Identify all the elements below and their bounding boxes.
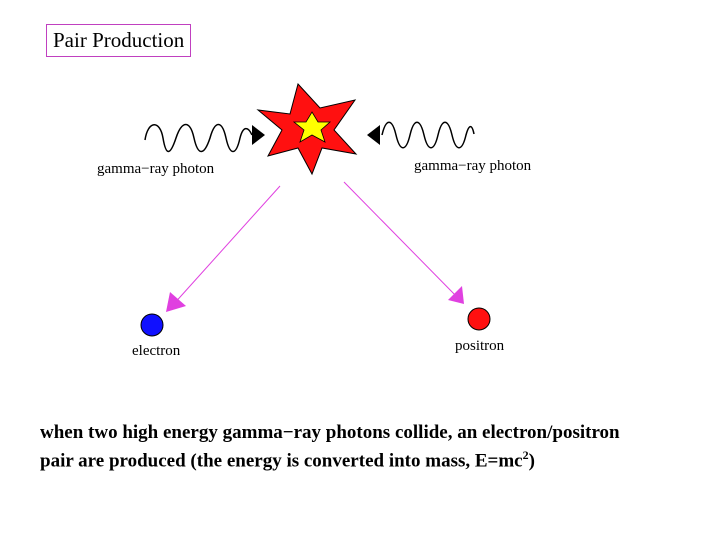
caption-line-2-text: pair are produced (the energy is convert… bbox=[40, 450, 523, 472]
right-photon-label: gamma−ray photon bbox=[414, 158, 532, 174]
caption-superscript: 2 bbox=[522, 448, 529, 462]
right-photon-arrowhead bbox=[367, 125, 380, 145]
positron-label: positron bbox=[455, 338, 505, 354]
electron-trajectory bbox=[171, 185, 281, 307]
caption-line-1: when two high energy gamma−ray photons c… bbox=[40, 422, 620, 443]
diagram-title: Pair Production bbox=[46, 24, 192, 57]
right-photon-wave bbox=[381, 121, 475, 149]
positron-trajectory-arrowhead bbox=[448, 286, 464, 304]
caption-line-2: pair are produced (the energy is convert… bbox=[40, 444, 700, 472]
left-photon-arrowhead bbox=[252, 125, 265, 145]
caption-line-2-end: ) bbox=[528, 450, 535, 472]
left-photon-wave bbox=[144, 123, 253, 153]
caption: when two high energy gamma−ray photons c… bbox=[40, 422, 700, 472]
electron-trajectory-arrowhead bbox=[166, 292, 186, 312]
positron-trajectory bbox=[343, 181, 461, 301]
collision-explosion-core bbox=[292, 111, 332, 143]
positron-particle bbox=[467, 307, 491, 331]
electron-label: electron bbox=[132, 343, 181, 359]
electron-particle bbox=[140, 313, 164, 337]
left-photon-label: gamma−ray photon bbox=[97, 161, 215, 177]
